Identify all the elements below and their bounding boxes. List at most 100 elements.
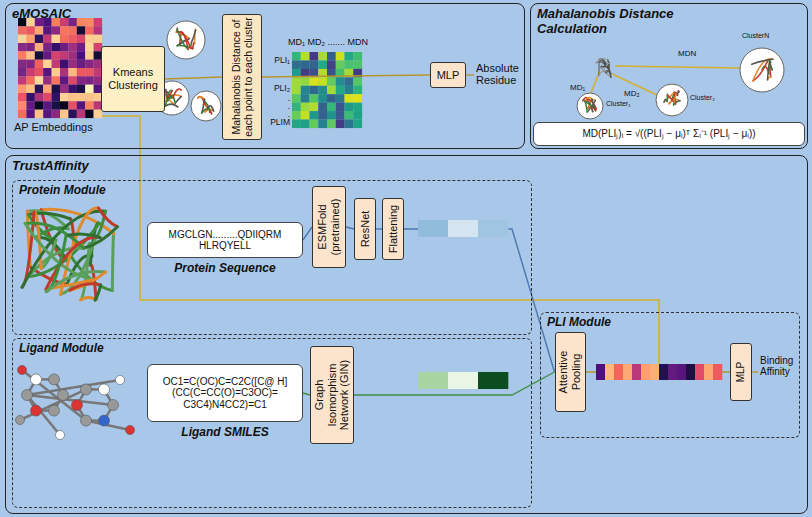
structure-stroke [605,71,611,74]
atom [108,400,119,411]
matrix-cell [292,111,301,120]
module-box: Ligand ModuleOC1=C(OC)C=C2C([C@ H](CC(C=… [12,338,532,508]
figure-label: Absolute Residue [476,62,524,86]
figure-label: MD₁ [570,84,592,93]
heatmap-cell [26,93,35,101]
heatmap-cell [60,26,69,34]
structure-stroke [752,59,773,64]
figure-label: AP Embeddings [14,121,98,133]
matrix-cell [353,60,362,69]
matrix-cell [292,86,301,95]
protein-embedding [418,220,508,237]
matrix-cell [318,103,327,112]
embedding-cell [704,364,713,380]
matrix-cell [327,52,336,61]
matrix-cell [327,94,336,103]
heatmap-cell [35,43,44,51]
heatmap-cell [77,110,86,118]
atom [56,431,65,440]
embedding-cell [686,364,695,380]
matrix-cell [310,60,319,69]
matrix-cell [353,52,362,61]
matrix-cell [353,120,362,129]
cluster-circle [740,48,784,92]
heatmap-cell [77,26,86,34]
matrix-cell [301,120,310,129]
embedding-cell [478,220,508,237]
figure-label: MD₂ [624,90,648,99]
atom [99,415,110,426]
process-box: Attentive Pooling [555,332,586,412]
heatmap-cell [68,110,77,118]
mahalanobis-illustration [577,48,784,119]
link-line [752,371,758,372]
heatmap-cell [60,68,69,76]
panel-heading: Protein Module [19,184,106,198]
box-label: OC1=C(OC)C=C2C([C@ H](CC(C=CC(O)=C3OC)= … [148,376,302,411]
structure-stroke [664,93,674,102]
heatmap-cell [68,85,77,93]
cluster-outline [656,84,688,116]
heatmap-cell [26,26,35,34]
heatmap-cell [26,101,35,109]
matrix-cell [336,52,345,61]
process-box: MLP [430,62,466,88]
matrix-cell [301,103,310,112]
heatmap-cell [68,51,77,59]
heatmap-cell [52,60,61,68]
atom [81,384,92,395]
heatmap-cell [18,110,27,118]
matrix-cell [292,120,301,129]
link-line [466,74,474,75]
matrix-cell [353,77,362,86]
box-label: Kmeans Clustering [102,66,164,91]
bond [22,370,86,421]
cluster-outline [191,91,221,121]
heatmap-cell [68,76,77,84]
heatmap-cell [77,60,86,68]
heatmap-cell [94,26,103,34]
heatmap-cell [43,101,52,109]
heatmap-cell [68,101,77,109]
heatmap-cell [26,76,35,84]
matrix-cell [292,77,301,86]
structure-stroke [166,90,173,106]
heatmap-cell [43,68,52,76]
ligand-embedding [418,372,508,389]
heatmap-cell [52,43,61,51]
cluster-circle [167,21,205,59]
structure-stroke [70,284,101,290]
panel: Mahalanobis Distance CalculationMD(PLIⱼ)… [530,3,808,149]
embedding-cell [614,364,623,380]
heatmap-cell [77,35,86,43]
process-box: ResNet [354,198,376,260]
heatmap-cell [52,85,61,93]
atom [31,405,42,416]
matrix-cell [318,120,327,129]
heatmap-cell [85,76,94,84]
heatmap-cell [85,101,94,109]
structure-stroke [98,208,117,227]
structure-stroke [668,95,674,102]
heatmap-cell [26,110,35,118]
cluster-outline [577,93,603,119]
heatmap-cell [77,101,86,109]
matrix-cell [336,120,345,129]
heatmap-cell [85,60,94,68]
box-label: Attentive Pooling [557,334,582,410]
structure-stroke [198,97,205,99]
matrix-cell [327,60,336,69]
connector [354,372,555,395]
heatmap-cell [77,85,86,93]
heatmap-cell [18,85,27,93]
figure-label: . [262,94,290,103]
matrix-cell [336,60,345,69]
heatmap-cell [35,51,44,59]
heatmap-cell [43,76,52,84]
structure-stroke [753,62,767,81]
matrix-cell [318,77,327,86]
heatmap-cell [94,35,103,43]
heatmap-cell [60,76,69,84]
heatmap-cell [26,60,35,68]
